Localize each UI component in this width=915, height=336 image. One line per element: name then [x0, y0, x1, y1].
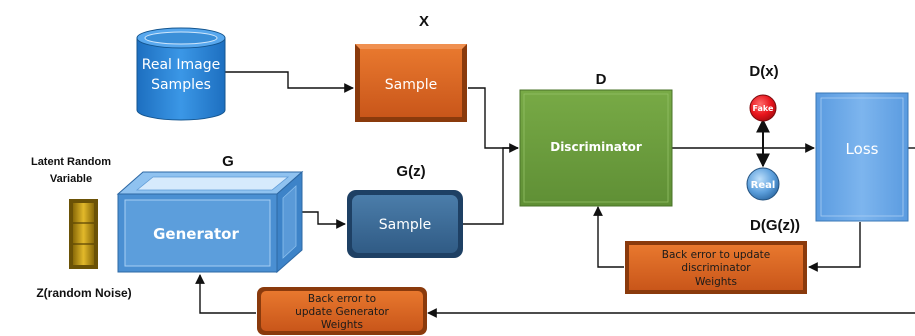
arrow-loss-to-disc-feedback — [808, 222, 861, 272]
label-d: D — [596, 71, 607, 88]
real-images-label-line1: Real Image — [142, 57, 220, 73]
sample-fake-label: Sample — [379, 217, 432, 233]
generator-box: Generator — [116, 170, 304, 274]
discriminator-box: Discriminator — [519, 89, 673, 207]
fake-label: Fake — [753, 104, 775, 113]
arrow-sample-to-discriminator — [468, 87, 519, 153]
loss-label: Loss — [846, 140, 879, 158]
label-latent-line1: Latent Random — [31, 156, 111, 168]
label-dgz: D(G(z)) — [750, 217, 800, 234]
arrow-gen-feedback-to-generator — [195, 274, 256, 314]
label-x: X — [419, 13, 429, 30]
label-gz: G(z) — [396, 163, 425, 180]
label-latent-line2: Variable — [50, 173, 92, 185]
generator-label: Generator — [153, 225, 239, 243]
arrow-sample-fake-to-discriminator — [463, 147, 518, 225]
discriminator-feedback-box: Back error to update discriminator Weigh… — [625, 241, 807, 294]
real-image-samples-cylinder: Real Image Samples — [136, 27, 226, 121]
connectors — [195, 71, 915, 318]
generator-feedback-box: Back error to update Generator Weights — [257, 287, 427, 335]
gen-feedback-line3: Weights — [321, 319, 363, 331]
disc-feedback-line2: discriminator — [681, 262, 751, 274]
arrow-generator-to-sample — [300, 211, 346, 229]
real-label: Real — [751, 180, 776, 191]
real-images-label-line2: Samples — [151, 77, 211, 93]
sample-real-box: Sample — [355, 44, 467, 122]
loss-box: Loss — [815, 92, 909, 222]
sample-fake-box: Sample — [347, 190, 463, 258]
sample-real-label: Sample — [385, 77, 438, 93]
disc-feedback-line1: Back error to update — [662, 249, 770, 261]
label-dx: D(x) — [749, 63, 778, 80]
fake-ball: Fake — [749, 94, 777, 122]
arrow-disc-feedback-to-discriminator — [593, 206, 624, 268]
latent-variable-bar — [69, 199, 98, 269]
label-g: G — [222, 153, 234, 170]
arrow-real-to-sample — [224, 71, 354, 93]
real-ball: Real — [746, 167, 780, 201]
gen-feedback-line1: Back error to — [308, 293, 376, 305]
label-z-noise: Z(random Noise) — [36, 286, 131, 300]
discriminator-label: Discriminator — [550, 140, 642, 154]
gen-feedback-line2: update Generator — [295, 306, 389, 318]
disc-feedback-line3: Weights — [695, 276, 737, 288]
